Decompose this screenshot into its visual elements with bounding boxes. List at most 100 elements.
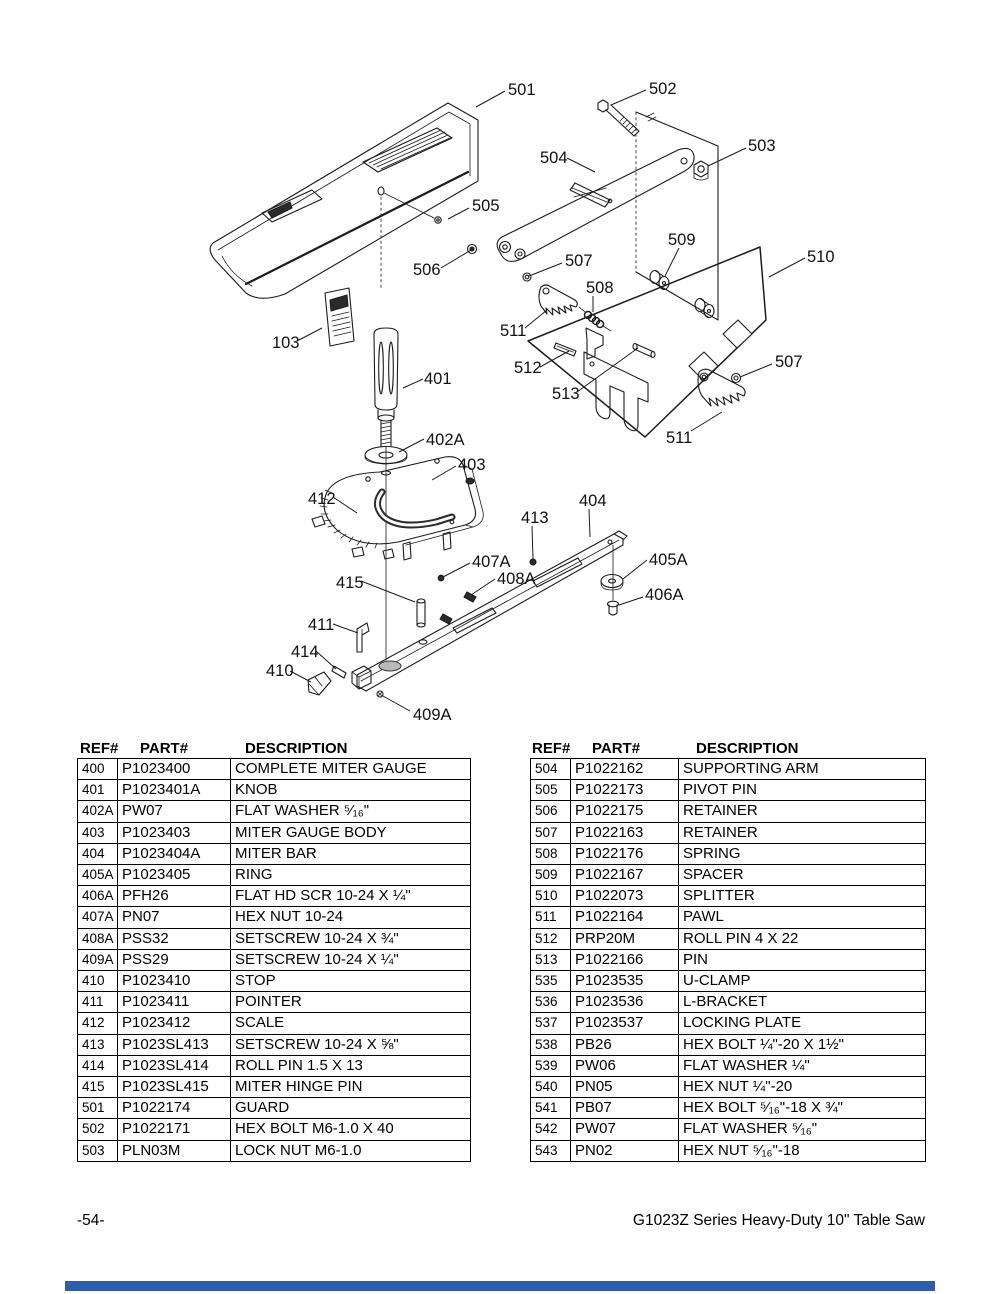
- lock-nut-drawing: [693, 160, 709, 181]
- description-cell: SETSCREW 10-24 X ⅝": [230, 1033, 471, 1056]
- right-table-header-ref: REF#: [532, 740, 571, 757]
- part-cell: P1023537: [570, 1012, 679, 1035]
- callout-leader-line: [470, 578, 496, 596]
- ref-cell: 503: [77, 1139, 118, 1162]
- description-cell: FLAT WASHER ⁵⁄₁₆": [678, 1118, 926, 1141]
- ref-cell: 414: [77, 1054, 118, 1078]
- pawl-drawing: [538, 284, 746, 407]
- ref-cell: 535: [530, 970, 571, 993]
- description-cell: L-BRACKET: [678, 991, 926, 1014]
- ref-cell: 508: [530, 842, 571, 866]
- ref-cell: 506: [530, 800, 571, 823]
- callout-label: 404: [579, 492, 607, 510]
- ref-cell: 402A: [77, 800, 118, 823]
- part-cell: P1022171: [117, 1118, 231, 1141]
- ref-cell: 404: [77, 842, 118, 866]
- description-cell: POINTER: [230, 991, 471, 1014]
- part-cell: PFH26: [117, 885, 231, 908]
- part-cell: P1022164: [570, 906, 679, 929]
- callout-label: 511: [500, 322, 526, 340]
- ref-cell: 504: [530, 757, 571, 781]
- ref-cell: 401: [77, 779, 118, 802]
- description-cell: HEX BOLT M6-1.0 X 40: [230, 1118, 471, 1141]
- ref-cell: 407A: [77, 906, 118, 929]
- part-cell: P1022175: [570, 800, 679, 823]
- callout-leader-line: [431, 465, 457, 481]
- description-cell: COMPLETE MITER GAUGE: [230, 757, 471, 781]
- description-cell: U-CLAMP: [678, 970, 926, 993]
- callout-leader-line: [442, 562, 471, 578]
- description-cell: RETAINER: [678, 800, 926, 823]
- part-cell: PN05: [570, 1076, 679, 1099]
- description-cell: RETAINER: [678, 821, 926, 844]
- part-cell: P1023SL415: [117, 1076, 231, 1099]
- part-cell: P1023400: [117, 757, 231, 781]
- callout-label: 412: [308, 490, 336, 508]
- part-cell: PSS32: [117, 927, 231, 950]
- part-cell: PLN03M: [117, 1139, 231, 1162]
- callout-leader-line: [539, 350, 570, 368]
- ref-cell: 510: [530, 885, 571, 908]
- roll-pin-small-drawing: [331, 665, 347, 679]
- description-cell: HEX BOLT ¼"-20 X 1½": [678, 1033, 926, 1056]
- callout-leader-line: [690, 411, 723, 432]
- exploded-diagram: 5015025035045055065075085095105115125135…: [209, 80, 835, 724]
- ref-cell: 512: [530, 927, 571, 950]
- callout-label: 408A: [497, 570, 536, 588]
- callout-leader-line: [618, 596, 644, 606]
- flat-head-screw-drawing: [606, 600, 620, 616]
- callout-label: 402A: [426, 431, 465, 449]
- callout-leader-line: [528, 262, 563, 277]
- callout-leader-line: [289, 670, 312, 683]
- pointer-drawing: [356, 622, 370, 653]
- callout-label: 506: [413, 261, 441, 279]
- guard-drawing: [209, 102, 479, 299]
- callout-leader-line: [610, 89, 647, 106]
- callout-leader-line: [664, 247, 680, 277]
- callout-label: 503: [748, 137, 776, 155]
- description-cell: SETSCREW 10-24 X ¼": [230, 948, 471, 972]
- ref-cell: 408A: [77, 927, 118, 950]
- callout-label: 405A: [649, 551, 688, 569]
- callout-leader-line: [402, 378, 424, 389]
- hex-bolt-drawing: [597, 99, 640, 137]
- callout-label: 502: [649, 80, 677, 98]
- description-cell: LOCKING PLATE: [678, 1012, 926, 1035]
- u-clamp-drawing: [585, 327, 604, 360]
- ref-cell: 411: [77, 991, 118, 1014]
- callout-leader-line: [332, 496, 358, 514]
- description-cell: PIVOT PIN: [678, 779, 926, 802]
- description-cell: FLAT WASHER ¼": [678, 1054, 926, 1078]
- hinge-pin-drawing: [416, 598, 426, 628]
- callout-label: 513: [552, 385, 580, 403]
- part-cell: P1022173: [570, 779, 679, 802]
- ref-cell: 507: [530, 821, 571, 844]
- part-cell: P1022176: [570, 842, 679, 866]
- ring-drawing: [600, 544, 624, 601]
- callout-label: 403: [458, 456, 486, 474]
- ref-cell: 543: [530, 1139, 571, 1162]
- part-cell: P1023536: [570, 991, 679, 1014]
- description-cell: SCALE: [230, 1012, 471, 1035]
- callout-leader-line: [315, 650, 337, 670]
- description-cell: SPACER: [678, 864, 926, 887]
- part-cell: PW07: [117, 800, 231, 823]
- part-cell: P1022174: [117, 1097, 231, 1120]
- supporting-arm-drawing: [496, 147, 695, 262]
- ref-cell: 505: [530, 779, 571, 802]
